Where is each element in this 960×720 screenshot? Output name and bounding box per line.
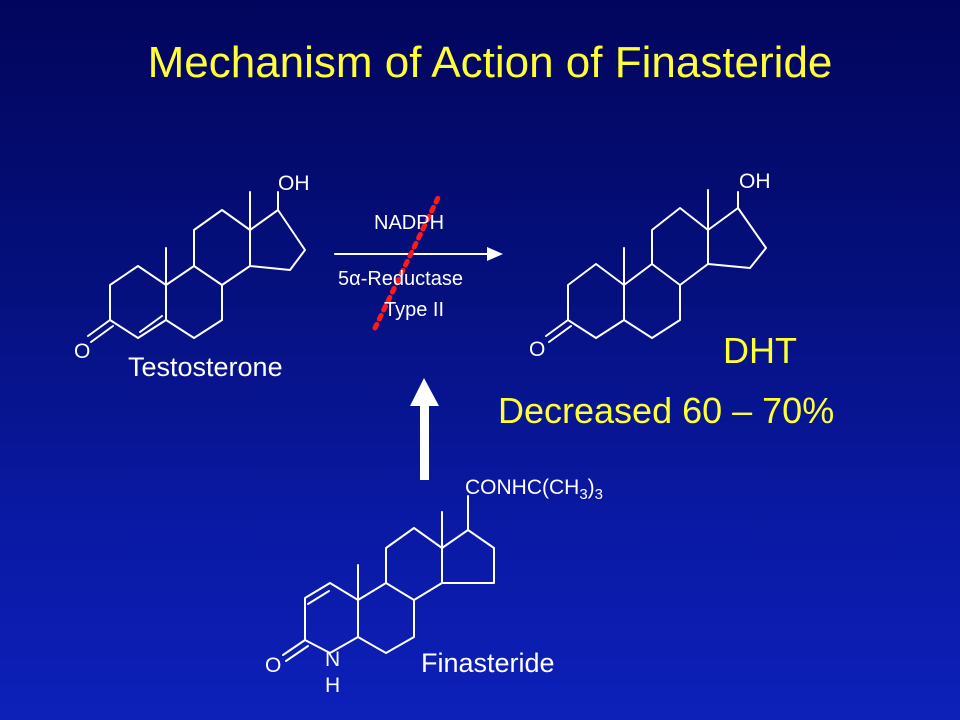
substituent-subscript-1: 3: [579, 486, 588, 503]
testosterone-name: Testosterone: [128, 352, 283, 382]
dht-oh-label: OH: [739, 170, 771, 193]
enzyme-suffix: -Reductase: [360, 268, 463, 290]
inhibition-arrowhead: [410, 378, 439, 406]
enzyme-label: 5α-Reductase: [338, 268, 463, 291]
reaction-arrowhead: [487, 247, 503, 261]
testosterone-o-label: O: [74, 340, 91, 363]
finasteride-substituent-label: CONHC(CH3)3: [465, 476, 603, 503]
testosterone-oh-label: OH: [278, 172, 310, 195]
finasteride-name: Finasteride: [421, 648, 555, 678]
finasteride-o-label: O: [265, 654, 282, 677]
cofactor-label: NADPH: [374, 212, 445, 234]
finasteride-structure: [282, 495, 495, 662]
inhibition-block-line: [372, 195, 441, 331]
dht-structure: [545, 189, 767, 343]
substituent-paren: ): [587, 476, 595, 499]
slide-title: Mechanism of Action of Finasteride: [147, 38, 833, 87]
enzyme-type-label: Type II: [384, 299, 445, 321]
dht-name: DHT: [723, 330, 797, 371]
finasteride-h-label: H: [325, 674, 341, 697]
finasteride-n-label: N: [325, 648, 341, 671]
dht-o-label: O: [529, 338, 546, 361]
alpha-symbol: α: [349, 268, 361, 290]
inhibition-arrow-shaft: [420, 405, 429, 480]
substituent-subscript-2: 3: [594, 486, 604, 503]
dht-decrease-note: Decreased 60 – 70%: [498, 390, 835, 431]
testosterone-structure: [87, 191, 306, 343]
substituent-main: CONHC(CH: [465, 476, 580, 499]
enzyme-prefix: 5: [338, 268, 350, 290]
